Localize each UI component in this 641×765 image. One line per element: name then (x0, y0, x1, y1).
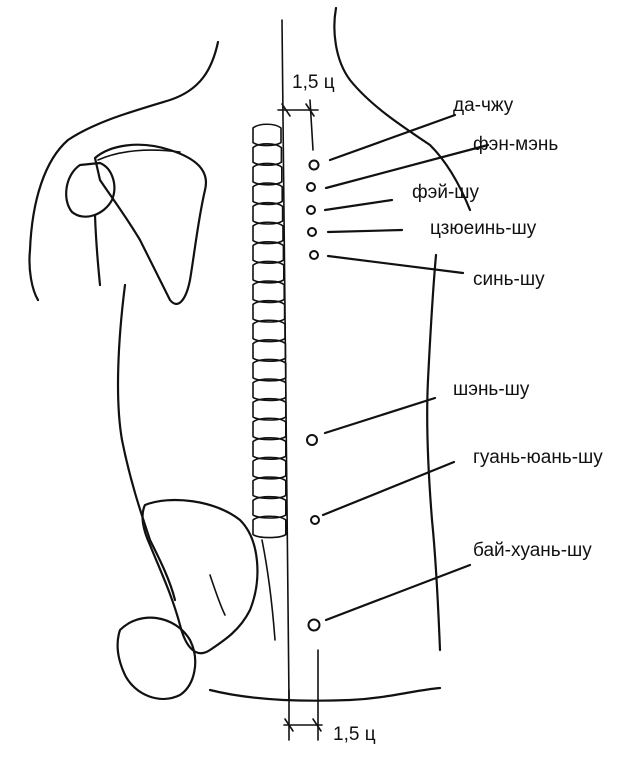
label-guan-yuan-shu: гуань-юань-шу (473, 447, 603, 468)
right-neck-line (333, 6, 472, 212)
vertebra (252, 260, 285, 284)
spine (252, 123, 287, 539)
scapula (65, 143, 208, 305)
leader-fei-shu (323, 198, 394, 212)
bottom-measurement-label: 1,5 ц (333, 724, 376, 745)
label-fei-shu: фэй-шу (412, 182, 480, 203)
leader-shen-shu (323, 396, 437, 435)
scapula-outline (93, 143, 208, 305)
vertebra (252, 280, 285, 304)
leader-xin-shu (326, 254, 465, 275)
bottom-measure-tick-right (312, 718, 322, 732)
leader-jueyin-shu (326, 228, 404, 234)
point-marker-guan-yuan-shu (310, 515, 320, 525)
label-bai-huan-shu: бай-хуань-шу (473, 540, 592, 561)
vertebra (252, 201, 284, 225)
leader-guan-yuan-shu (321, 460, 456, 517)
leader-bai-huan-shu (324, 563, 472, 622)
leader-fen-men (324, 143, 490, 190)
acupoints (306, 159, 321, 632)
point-marker-jueyin-shu-2 (307, 227, 317, 237)
vertebra (252, 378, 287, 402)
top-measurement-label: 1,5 ц (292, 72, 335, 93)
vertebra (252, 143, 283, 166)
humerus-shaft (93, 213, 102, 287)
vertebra (252, 182, 283, 206)
vertebra (252, 358, 287, 382)
vertebra (252, 495, 287, 519)
leader-da-zhu (328, 113, 457, 162)
vertebra (252, 162, 283, 186)
vertebra (252, 437, 287, 460)
vertebra (252, 123, 282, 147)
vertebra (252, 299, 286, 323)
pelvis (116, 498, 276, 700)
left-trunk-line (116, 283, 177, 602)
humerus-head (65, 161, 116, 218)
vertebra (252, 456, 287, 480)
sacrum-edge (261, 539, 276, 641)
vertebra (252, 241, 285, 264)
point-marker-jueyin-shu (306, 205, 316, 215)
leader-lines (321, 113, 490, 622)
vertebra (252, 417, 287, 441)
left-neck-shoulder-line (28, 40, 220, 302)
spine-midline (281, 19, 290, 701)
point-marker-xin-shu (309, 250, 319, 260)
label-da-zhu: да-чжу (453, 95, 514, 116)
meridian-line-top (309, 99, 314, 151)
vertebra (252, 476, 287, 500)
clavicle (97, 149, 181, 161)
point-marker-fei-shu (306, 182, 316, 192)
label-xin-shu: синь-шу (473, 269, 545, 290)
reference-lines (277, 19, 323, 732)
vertebra (252, 221, 284, 245)
point-marker-shen-shu (306, 434, 318, 446)
right-trunk-line (426, 253, 442, 652)
label-shen-shu: шэнь-шу (453, 379, 530, 400)
vertebra (252, 515, 287, 539)
body-outline (28, 6, 472, 741)
iliac-bone (141, 498, 259, 655)
top-measure-tick-left (281, 103, 291, 117)
point-marker-bai-huan-shu (307, 618, 321, 632)
lower-back-line (208, 686, 442, 702)
point-marker-fen-men (308, 159, 320, 171)
vertebra (252, 339, 287, 362)
iliac-inner (209, 574, 226, 616)
femur-head (116, 616, 197, 700)
label-jueyin-shu: цзюеинь-шу (430, 218, 537, 239)
point-labels: да-чжу фэн-мэнь фэй-шу цзюеинь-шу синь-ш… (412, 95, 603, 561)
bottom-measure-tick-left (284, 718, 294, 732)
vertebra (252, 397, 287, 421)
vertebra (252, 319, 286, 343)
top-measure-tick-right (305, 103, 315, 117)
label-fen-men: фэн-мэнь (473, 134, 558, 155)
